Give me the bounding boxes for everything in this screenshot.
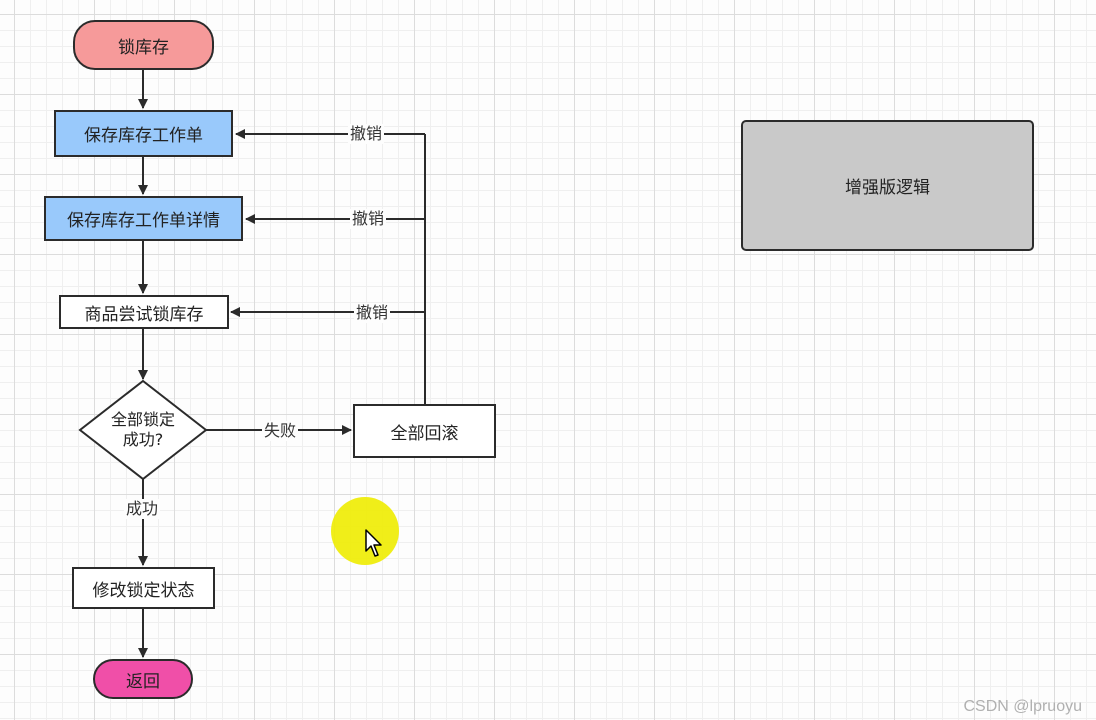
- edge-label-undo-detail: 撤销: [350, 209, 387, 229]
- watermark: CSDN @lpruoyu: [963, 698, 1083, 715]
- decision-diamond: [78, 379, 208, 481]
- cursor-highlight: [331, 497, 399, 565]
- decision-label-line2: 成功?: [122, 430, 164, 449]
- try-lock-node[interactable]: 商品尝试锁库存: [59, 295, 229, 329]
- update-status-node[interactable]: 修改锁定状态: [72, 567, 215, 609]
- edge-label-undo-save-task: 撤销: [348, 124, 385, 144]
- save-task-detail-node[interactable]: 保存库存工作单详情: [44, 196, 243, 241]
- decision-label: 全部锁定 成功?: [88, 410, 198, 450]
- try-lock-label: 商品尝试锁库存: [84, 304, 204, 325]
- enhanced-logic-node[interactable]: 增强版逻辑: [741, 120, 1034, 251]
- update-status-label: 修改锁定状态: [92, 580, 195, 601]
- save-task-node[interactable]: 保存库存工作单: [54, 110, 233, 157]
- decision-label-line1: 全部锁定: [110, 410, 175, 429]
- save-task-detail-label: 保存库存工作单详情: [67, 211, 220, 231]
- start-node-label: 锁库存: [118, 37, 169, 58]
- rollback-label: 全部回滚: [390, 423, 459, 444]
- edge-label-undo-try-lock: 撤销: [354, 303, 391, 323]
- start-node[interactable]: 锁库存: [73, 20, 214, 70]
- mouse-pointer-icon: [365, 529, 382, 557]
- rollback-node[interactable]: 全部回滚: [353, 404, 496, 458]
- end-node[interactable]: 返回: [93, 659, 193, 699]
- edge-label-success: 成功: [124, 499, 161, 519]
- edge-label-fail: 失败: [262, 421, 299, 441]
- save-task-label: 保存库存工作单: [84, 126, 203, 146]
- end-node-label: 返回: [126, 671, 160, 692]
- enhanced-logic-label: 增强版逻辑: [845, 178, 930, 198]
